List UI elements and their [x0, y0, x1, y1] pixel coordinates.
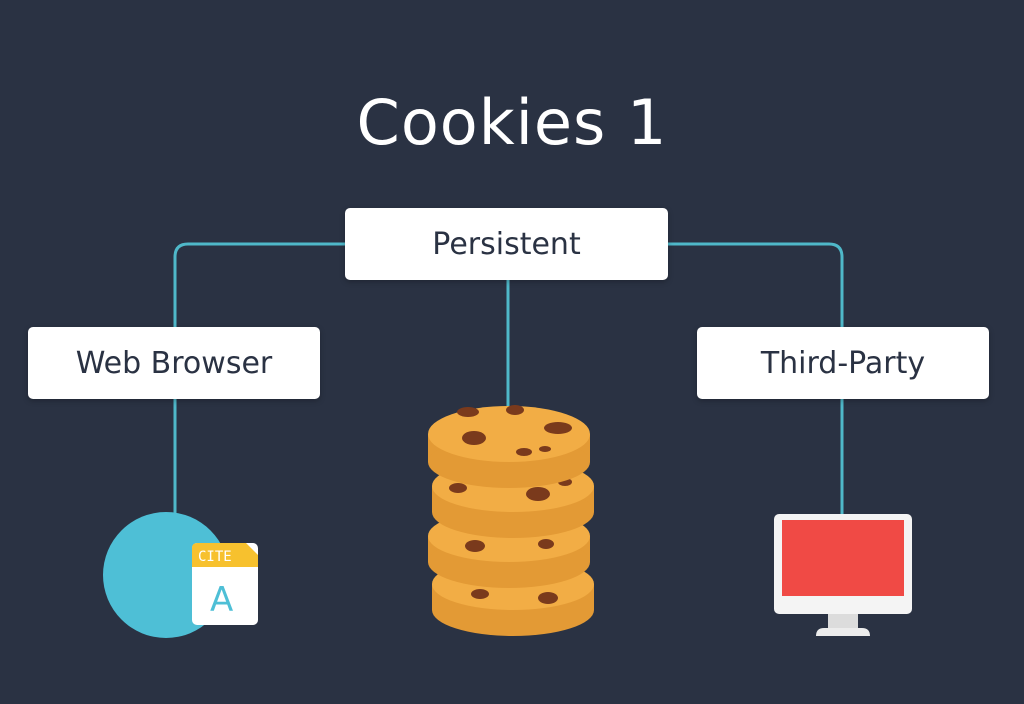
monitor-icon [774, 514, 912, 636]
browser-circle-icon: CITE A [103, 512, 258, 638]
badge-letter: A [210, 580, 233, 620]
cookie-icon [428, 405, 590, 488]
monitor-screen [782, 520, 904, 596]
node-web-browser: Web Browser [28, 327, 320, 399]
badge-label: CITE [198, 549, 232, 565]
node-third-party: Third-Party [697, 327, 989, 399]
cookie-stack-icon [428, 405, 594, 636]
diagram-title: Cookies 1 [356, 86, 668, 159]
document-badge-icon: CITE A [192, 543, 258, 625]
connector-center-to-left [173, 242, 345, 327]
connector-center-to-right [668, 242, 844, 327]
node-persistent: Persistent [345, 208, 668, 280]
